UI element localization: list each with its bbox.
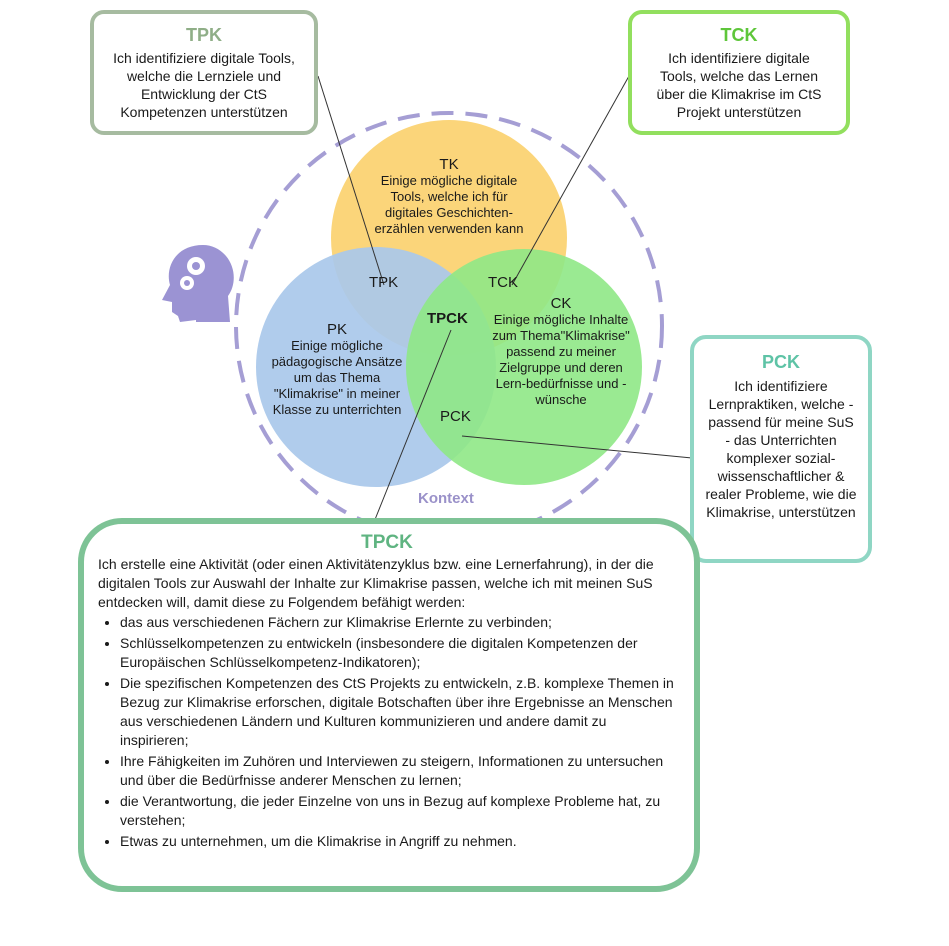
tck-box-text: Ich identifiziere digitale Tools, welche… — [656, 50, 822, 120]
tpk-box: TPK Ich identifiziere digitale Tools, we… — [90, 10, 318, 135]
tpk-leader-line — [317, 75, 385, 286]
tpck-box-title: TPCK — [361, 532, 413, 553]
pck-leader-line — [461, 435, 693, 459]
tck-leader-line — [511, 75, 630, 286]
head-gears-icon — [162, 245, 234, 322]
tk-circle-text: TK Einige mögliche digitale Tools, welch… — [365, 157, 533, 237]
list-item: die Verantwortung, die jeder Einzelne vo… — [120, 792, 676, 830]
tk-description: Einige mögliche digitale Tools, welche i… — [374, 173, 524, 236]
pck-box-title: PCK — [761, 352, 800, 372]
pck-intersection-label: PCK — [440, 408, 471, 425]
tpck-intersection-label: TPCK — [427, 310, 468, 327]
tpk-box-text: Ich identifiziere digitale Tools, welche… — [113, 50, 295, 120]
tck-box-title: TCK — [720, 25, 758, 45]
tck-intersection-label: TCK — [488, 274, 518, 291]
ck-circle — [406, 249, 642, 485]
tpk-box-title: TPK — [186, 25, 222, 45]
list-item: Ihre Fähigkeiten im Zuhören und Intervie… — [120, 752, 676, 790]
ck-description: Einige mögliche Inhalte zum Thema"Klimak… — [492, 312, 630, 407]
list-item: Die spezifischen Kompetenzen des CtS Pro… — [120, 674, 676, 750]
list-item: Etwas zu unternehmen, um die Klimakrise … — [120, 832, 676, 851]
pk-circle-text: PK Einige mögliche pädagogische Ansätze … — [262, 322, 412, 418]
context-label: Kontext — [418, 490, 474, 507]
list-item: Schlüsselkompetenzen zu entwickeln (insb… — [120, 634, 676, 672]
pck-box-text: Ich identifiziere Lernpraktiken, welche … — [705, 378, 857, 520]
tpck-box: TPCK Ich erstelle eine Aktivität (oder e… — [78, 518, 700, 892]
pk-label: PK — [326, 321, 347, 338]
context-ring — [234, 111, 664, 541]
tck-box: TCK Ich identifiziere digitale Tools, we… — [628, 10, 850, 135]
tpk-intersection-label: TPK — [369, 274, 399, 291]
tpck-leader-line — [373, 329, 452, 523]
pck-box: PCK Ich identifiziere Lernpraktiken, wel… — [690, 335, 872, 563]
pk-description: Einige mögliche pädagogische Ansätze um … — [271, 338, 403, 417]
tk-label: TK — [439, 156, 459, 173]
tpck-box-intro: Ich erstelle eine Aktivität (oder einen … — [98, 556, 654, 610]
ck-circle-text: CK Einige mögliche Inhalte zum Thema"Kli… — [488, 296, 634, 408]
ck-label: CK — [550, 295, 572, 312]
tpck-bullet-list: das aus verschiedenen Fächern zur Klimak… — [98, 613, 676, 851]
list-item: das aus verschiedenen Fächern zur Klimak… — [120, 613, 676, 632]
